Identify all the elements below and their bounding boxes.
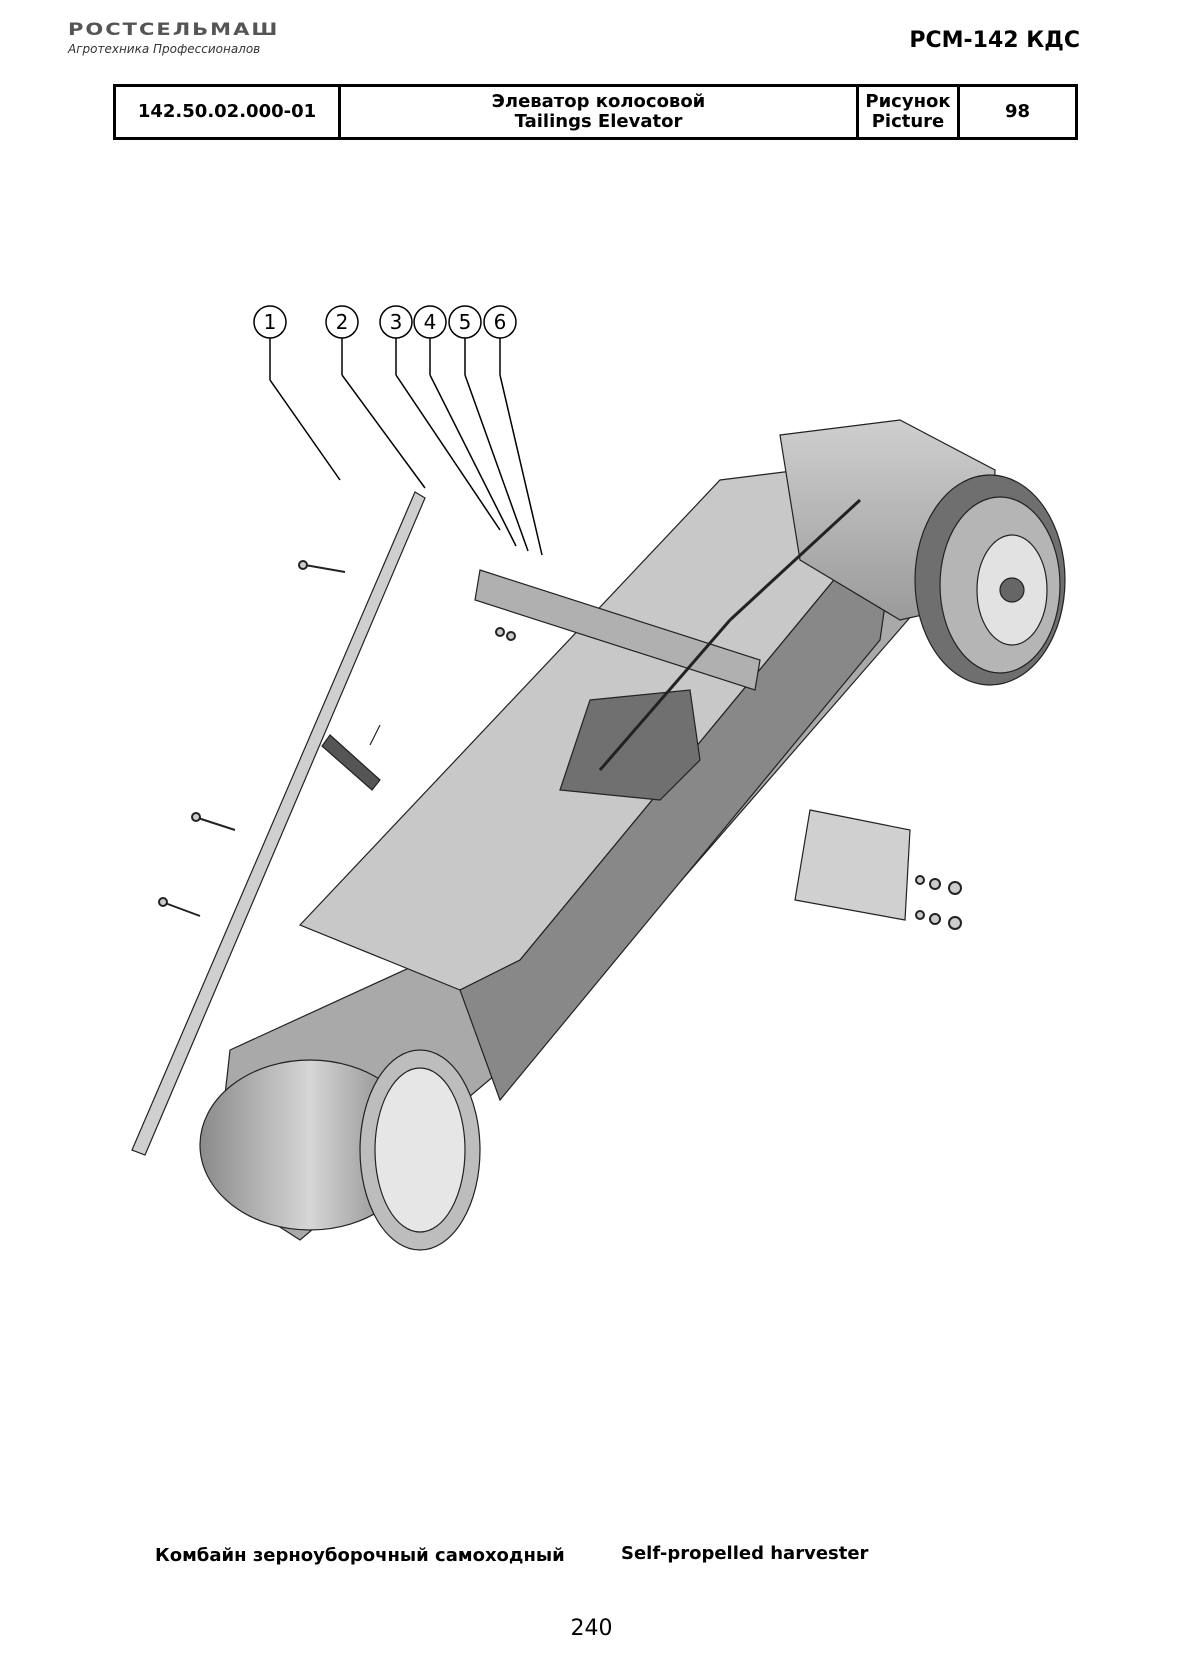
- callout-label-2: 2: [336, 310, 349, 334]
- callout-4: [413, 305, 447, 339]
- title-en: Tailings Elevator: [514, 111, 683, 132]
- page-number: 240: [570, 1616, 613, 1641]
- callout-label-3: 3: [390, 310, 403, 334]
- figure-label-cell: Рисунок Picture: [856, 84, 960, 140]
- figure-number: 98: [957, 84, 1078, 140]
- callout-label-5: 5: [459, 310, 472, 334]
- brand-logo: РОСТСЕЛЬМАШ Агротехника Профессионалов: [68, 20, 328, 56]
- callout-label-1: 1: [264, 310, 277, 334]
- callout-3: [379, 305, 413, 339]
- callout-label-6: 6: [494, 310, 507, 334]
- footer-en: Self-propelled harvester: [621, 1543, 869, 1564]
- callout-5: [448, 305, 482, 339]
- callout-2: [325, 305, 359, 339]
- elevator-body: [199, 419, 1066, 1251]
- callout-1: [253, 305, 287, 339]
- part-number: 142.50.02.000-01: [113, 84, 341, 140]
- title-cell: Элеватор колосовой Tailings Elevator: [338, 84, 859, 140]
- footer-ru: Комбайн зерноуборочный самоходный: [155, 1545, 565, 1566]
- figure-label-en: Picture: [871, 111, 945, 132]
- brand-tagline: Агротехника Профессионалов: [68, 42, 261, 56]
- model-title: РСМ-142 КДС: [909, 28, 1080, 53]
- figure-label-ru: Рисунок: [865, 91, 951, 112]
- callout-label-4: 4: [424, 310, 437, 334]
- header-table: 142.50.02.000-01 Элеватор колосовой Tail…: [113, 84, 1078, 140]
- guide-rail: [131, 491, 426, 1156]
- bolts: [158, 560, 962, 930]
- brand-name: РОСТСЕЛЬМАШ: [68, 20, 280, 40]
- title-ru: Элеватор колосовой: [491, 91, 706, 112]
- callout-6: [483, 305, 517, 339]
- callout-group: [253, 305, 543, 556]
- elevator-drawing: 1 2 3 4 5 6: [131, 305, 1066, 1251]
